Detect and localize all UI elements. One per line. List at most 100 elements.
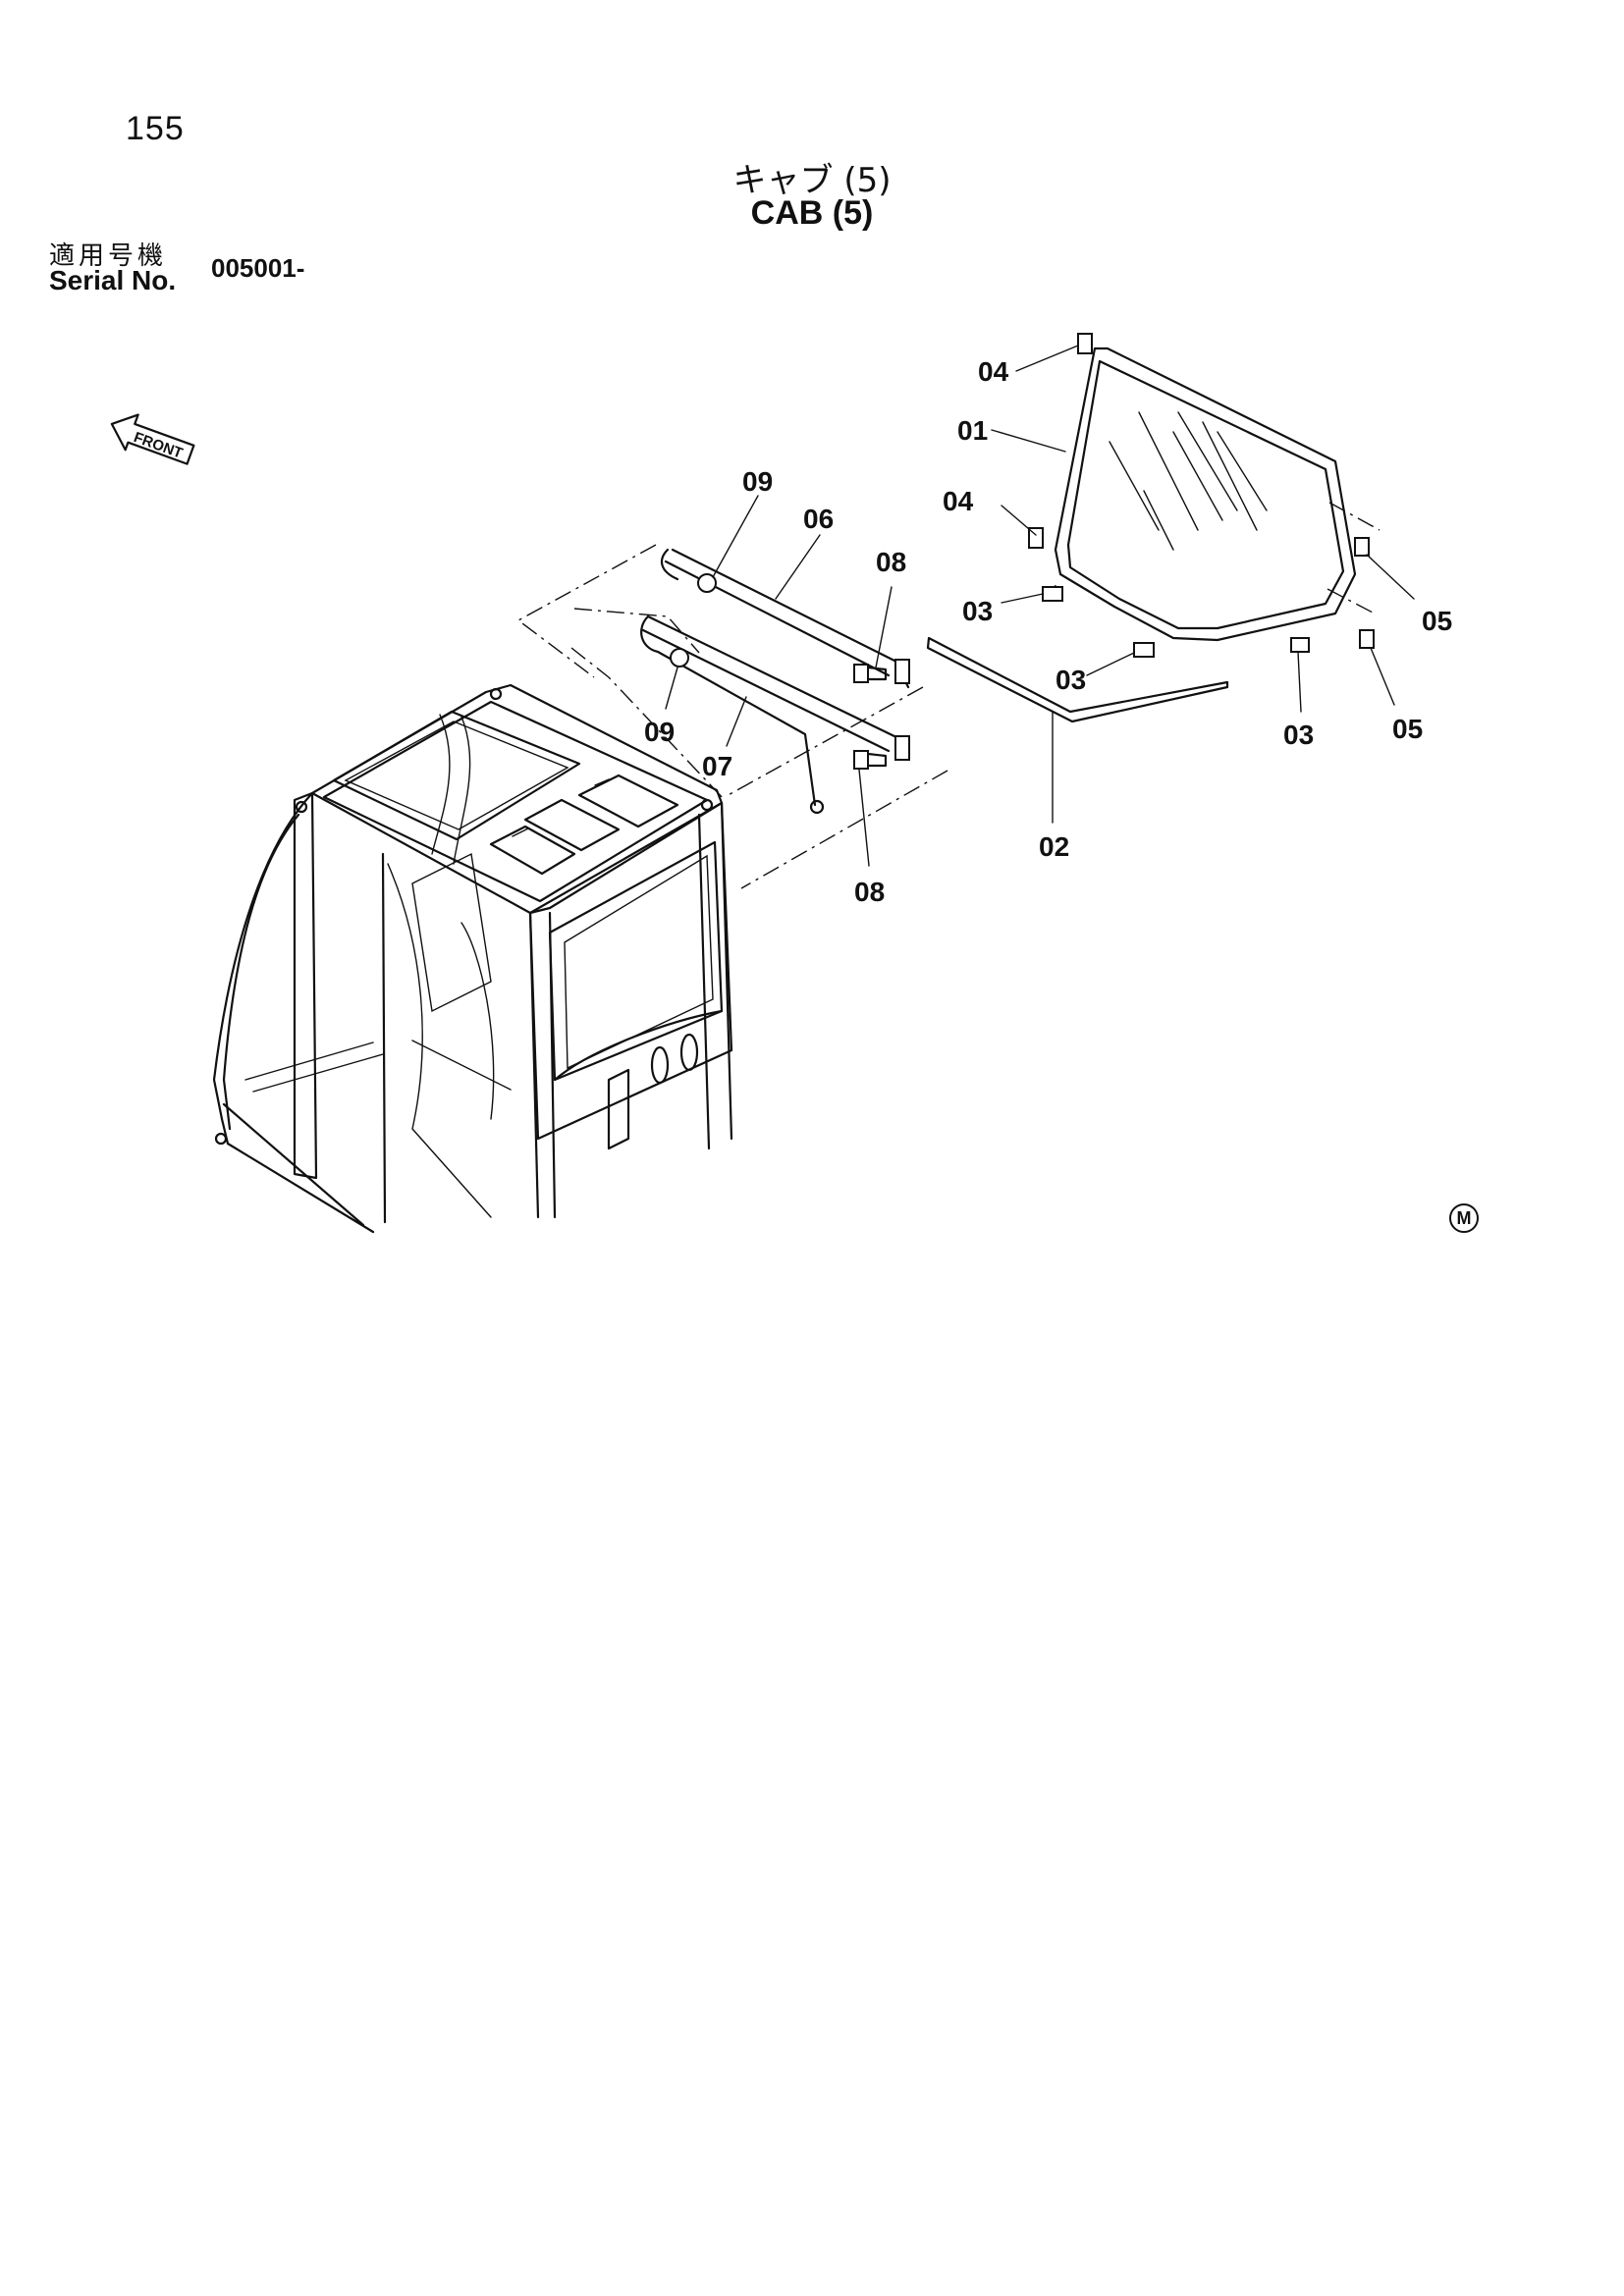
- rail-07-end-pin: [809, 799, 825, 815]
- cab-front-right-post: [720, 801, 733, 1141]
- callout-labels: 04 01 04 03 03 03 05 05 02 06 07 08 08 0…: [644, 356, 1452, 907]
- part-02-seal-strip: [926, 636, 1229, 723]
- cab-roof-strut: [431, 714, 471, 865]
- part-08-bolt-lower: [853, 750, 888, 770]
- callout-06: 06: [803, 504, 834, 534]
- leader-04-upper: [1015, 345, 1079, 372]
- cab-left-post: [293, 791, 318, 1180]
- callout-04-upper: 04: [978, 356, 1009, 387]
- roof-panel-1: [489, 825, 576, 876]
- rail-07-body: [641, 614, 910, 758]
- bolt-09-head: [697, 573, 717, 593]
- callout-02: 02: [1039, 831, 1069, 862]
- assembly-line-roof-1: [516, 544, 726, 801]
- page-title-japanese: キャブ (5): [732, 161, 892, 200]
- callout-09-upper: 09: [742, 466, 773, 497]
- cab-sill: [226, 1142, 375, 1234]
- cab-door-outer-curve: [212, 791, 314, 1146]
- glass-frame-outer: [1054, 347, 1357, 642]
- cab-front-left-post: [528, 911, 540, 1219]
- bolt-08-shank: [866, 666, 888, 681]
- rail-06-end: [660, 548, 679, 581]
- cab-front-left-post-inner: [548, 911, 557, 1219]
- page-title: CAB (5): [750, 194, 874, 232]
- part-05-block-upper: [1354, 537, 1370, 557]
- leader-01: [991, 429, 1066, 453]
- part-06-rail: [660, 548, 910, 689]
- cab-door-rail: [244, 1041, 384, 1093]
- bolt-09-head-2: [670, 648, 689, 667]
- cab-front-right-post-inner: [697, 813, 711, 1150]
- serial-number-value: 005001-: [211, 253, 305, 283]
- leader-03-2: [1086, 652, 1135, 676]
- part-09-bolt-upper: [697, 573, 717, 593]
- part-03-block-2: [1133, 642, 1155, 658]
- part-03-block-1: [1042, 586, 1063, 602]
- cab-interior-lines: [411, 922, 512, 1120]
- cab-roof-window-inner: [344, 721, 569, 830]
- roof-panel-tabs: [512, 778, 610, 837]
- rail-07-bracket: [894, 735, 910, 761]
- cab-panel-hole-2: [679, 1033, 699, 1072]
- bolt-08-head: [853, 664, 869, 683]
- part-05-block-lower: [1359, 629, 1375, 649]
- assembly-lines: [516, 502, 1380, 889]
- cab-door-bottom: [222, 1102, 365, 1227]
- leader-09-upper: [712, 495, 759, 578]
- callout-09-lower: 09: [644, 717, 675, 747]
- callout-03-3: 03: [1283, 720, 1314, 750]
- cab-interior-panel: [411, 852, 492, 1013]
- callout-03-1: 03: [962, 596, 993, 626]
- cab-bolt-1: [295, 800, 308, 814]
- callout-07: 07: [702, 751, 732, 781]
- cab-door-inner-curve: [222, 813, 300, 1131]
- callout-01: 01: [957, 415, 988, 446]
- cab-interior-curve: [387, 863, 492, 1218]
- callout-08-lower: 08: [854, 877, 885, 907]
- leader-08-lower: [858, 769, 870, 867]
- callout-05-lower: 05: [1392, 714, 1423, 744]
- front-arrow-icon: FRONT: [110, 413, 195, 465]
- cab-bolt-2: [214, 1132, 228, 1146]
- rail-07-arm: [640, 614, 817, 807]
- rail-06-bracket: [894, 659, 910, 684]
- callout-08-upper: 08: [876, 547, 906, 577]
- front-arrow-shape: [110, 413, 195, 465]
- callout-03-2: 03: [1056, 665, 1086, 695]
- serial-label-japanese: 適用号機: [49, 241, 168, 271]
- leader-06: [775, 534, 821, 600]
- cab-roof-window: [332, 710, 581, 841]
- rail-06-body: [664, 548, 910, 689]
- cab-bolt-3: [489, 687, 503, 701]
- leader-04-lower: [1001, 505, 1037, 536]
- leader-08-upper: [875, 586, 893, 668]
- assembly-line-glass: [1052, 502, 1380, 614]
- part-09-bolt-lower: [670, 648, 689, 667]
- glass-reflection-lines: [1109, 411, 1268, 551]
- part-04-block-lower: [1028, 527, 1044, 549]
- cab-center-pillar: [381, 852, 387, 1224]
- m-mark-symbol: M: [1449, 1203, 1479, 1233]
- bolt-08-head-2: [853, 750, 869, 770]
- leader-05-lower: [1370, 647, 1395, 706]
- roof-panel-3: [577, 774, 679, 828]
- assembly-line-roof-2: [573, 608, 700, 654]
- cab-front-frame: [528, 801, 733, 1141]
- cab-bolt-4: [700, 798, 714, 812]
- leader-09-lower: [665, 667, 678, 710]
- roof-panel-2: [523, 798, 621, 852]
- cab-front-window-inner: [564, 854, 714, 1070]
- part-03-block-3: [1290, 637, 1310, 653]
- part-07-rail: [640, 614, 910, 815]
- part-04-block-upper: [1077, 333, 1093, 354]
- callout-05-upper: 05: [1422, 606, 1452, 636]
- part-01-glass: [1054, 347, 1357, 642]
- callout-04-lower: 04: [943, 486, 974, 516]
- serial-label: Serial No.: [49, 265, 177, 295]
- page-number: 155: [126, 110, 185, 147]
- assembly-line-rail-1: [724, 686, 924, 798]
- leader-03-1: [1001, 593, 1044, 604]
- cab-kick-panel: [607, 1068, 630, 1150]
- part-08-bolt-upper: [853, 664, 888, 683]
